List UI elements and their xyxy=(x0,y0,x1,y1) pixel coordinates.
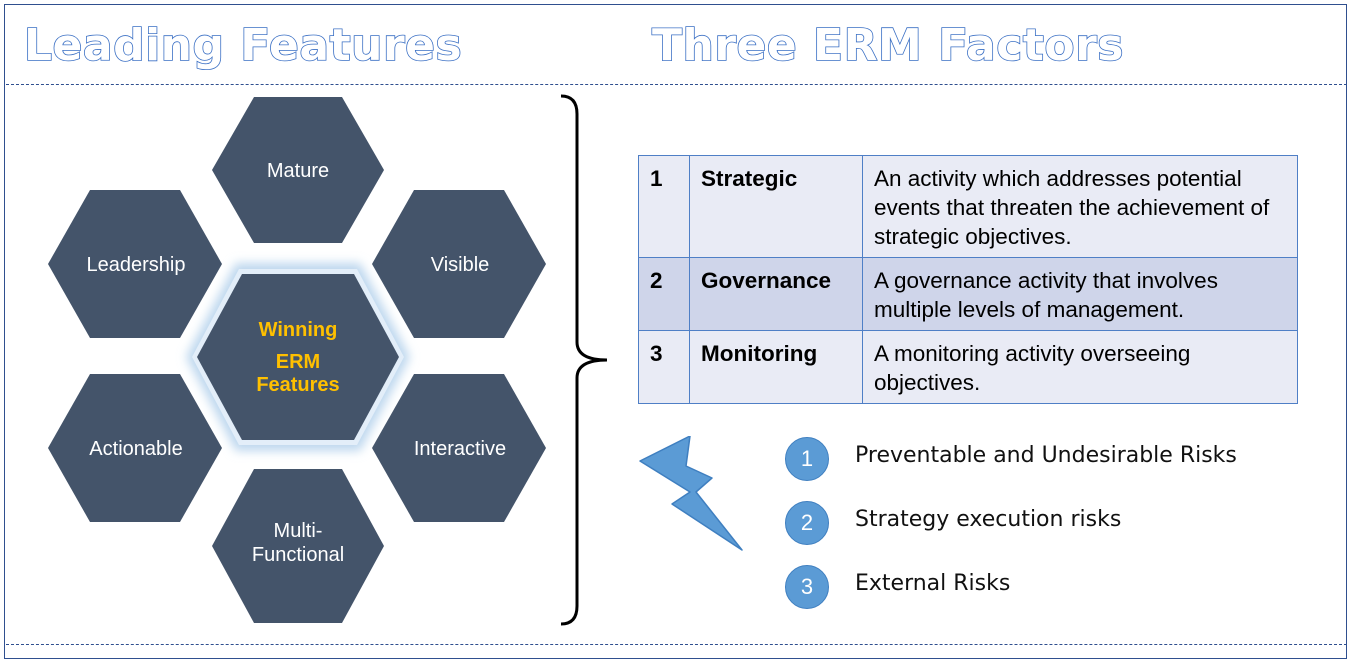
hexagon-bottom-left-label: Actionable xyxy=(89,438,182,460)
factor-number: 3 xyxy=(638,330,690,404)
lightning-bolt-icon xyxy=(639,436,743,551)
erm-factors-title: Three ERM Factors xyxy=(651,19,1124,72)
hexagon-bottom-left: Actionable xyxy=(48,374,222,522)
hexagon-center: Winning ERM Features xyxy=(186,263,410,451)
hexagon-bottom-label-line2: Functional xyxy=(252,544,344,566)
factor-number: 2 xyxy=(638,257,690,331)
center-label-line3: Features xyxy=(256,374,339,396)
factor-name: Governance xyxy=(689,257,863,331)
hexagon-bottom: Multi- Functional xyxy=(212,469,384,623)
table-row: 3 Monitoring A monitoring activity overs… xyxy=(638,330,1298,404)
hexagon-bottom-label-line1: Multi- xyxy=(274,520,323,542)
hexagon-top-label: Mature xyxy=(267,160,329,182)
hexagon-bottom-right-label: Interactive xyxy=(414,438,506,460)
center-label-line1: Winning xyxy=(259,319,338,341)
hexagon-top-right: Visible xyxy=(372,190,546,338)
factor-description: A governance activity that involves mult… xyxy=(862,257,1298,331)
risk-label: External Risks xyxy=(855,571,1011,596)
risk-label: Strategy execution risks xyxy=(855,507,1122,532)
hexagon-diagram: Mature Leadership Visible Actionable Int… xyxy=(48,94,608,626)
hexagon-bottom-right: Interactive xyxy=(372,374,546,522)
center-label-line2: ERM xyxy=(276,351,320,373)
curly-brace xyxy=(560,94,608,626)
risk-number-badge: 1 xyxy=(785,437,829,481)
risk-number-badge: 2 xyxy=(785,501,829,545)
hexagon-top-right-label: Visible xyxy=(431,254,490,276)
erm-factors-table: 1 Strategic An activity which addresses … xyxy=(638,155,1298,404)
risk-number-badge: 3 xyxy=(785,565,829,609)
hexagon-top-left: Leadership xyxy=(48,190,222,338)
factor-description: An activity which addresses potential ev… xyxy=(862,155,1298,258)
hexagon-top-left-label: Leadership xyxy=(87,254,186,276)
risk-label: Preventable and Undesirable Risks xyxy=(855,443,1237,468)
table-row: 1 Strategic An activity which addresses … xyxy=(638,155,1298,258)
factor-description: A monitoring activity overseeing objecti… xyxy=(862,330,1298,404)
table-row: 2 Governance A governance activity that … xyxy=(638,257,1298,331)
factor-number: 1 xyxy=(638,155,690,258)
leading-features-title: Leading Features xyxy=(23,19,463,72)
hexagon-top: Mature xyxy=(212,97,384,243)
header-divider xyxy=(6,84,1347,85)
factor-name: Strategic xyxy=(689,155,863,258)
footer-divider xyxy=(6,644,1347,645)
factor-name: Monitoring xyxy=(689,330,863,404)
